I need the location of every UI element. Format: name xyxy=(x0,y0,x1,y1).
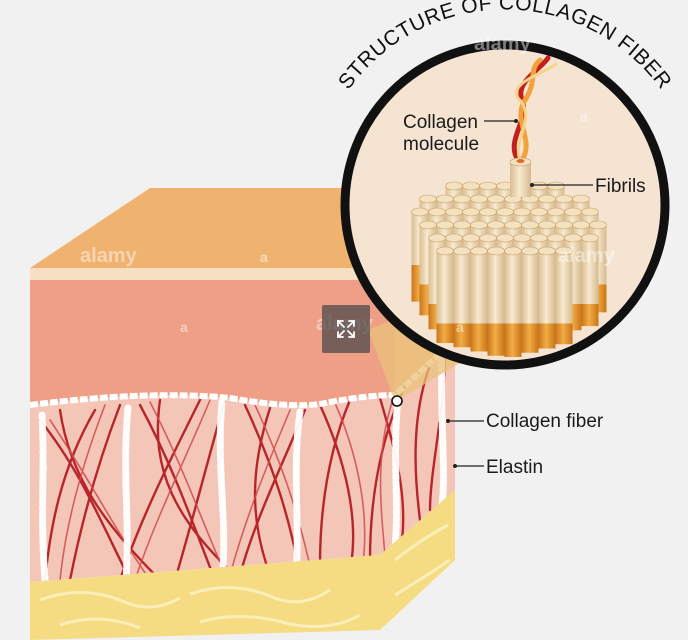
inset-ring xyxy=(340,40,670,370)
fat-layer xyxy=(30,490,455,640)
epidermis-layer xyxy=(30,280,395,406)
expand-arrows-icon xyxy=(337,320,355,338)
watermark-letter-4: a xyxy=(456,319,464,335)
fibril xyxy=(470,246,488,352)
skin-block xyxy=(29,188,458,640)
watermark-brand-1: alamy xyxy=(80,245,138,267)
watermark-letter-5: a xyxy=(40,457,48,473)
label-elastin: Elastin xyxy=(486,457,543,478)
skin-surface-line xyxy=(30,268,395,280)
expand-button[interactable] xyxy=(322,305,370,353)
basement-membrane xyxy=(29,337,458,409)
fibril xyxy=(436,246,454,343)
leader-dot-fibrils xyxy=(530,183,534,187)
watermark-brand-4: alamy xyxy=(558,245,616,267)
magnification-point xyxy=(391,395,403,407)
label-collagen-molecule-1: Collagen xyxy=(403,112,478,133)
leader-dot-collagen-molecule xyxy=(514,119,518,123)
collagen-molecule-strand xyxy=(511,55,558,163)
fibril xyxy=(538,246,556,349)
collagen-fiber-network xyxy=(38,348,447,582)
fat-cells xyxy=(39,523,451,630)
label-collagen-fiber: Collagen fiber xyxy=(486,411,604,432)
watermark-letter-1: a xyxy=(260,249,268,265)
fibril xyxy=(487,246,505,356)
leader-dot-collagen-fiber xyxy=(446,419,450,423)
fibril xyxy=(521,246,539,353)
fibril-bundle xyxy=(411,181,607,357)
watermark-brand-3: alamy xyxy=(474,33,532,55)
label-collagen-molecule-2: molecule xyxy=(403,134,479,155)
fibril xyxy=(555,246,573,345)
label-fibrils: Fibrils xyxy=(595,176,646,197)
labels: Collagen molecule Fibrils Collagen fiber… xyxy=(403,112,646,478)
watermark-letter-2: a xyxy=(180,319,188,335)
fibril xyxy=(453,246,471,348)
leader-dot-elastin xyxy=(453,464,457,468)
fibril xyxy=(581,233,599,327)
fibril xyxy=(504,246,522,357)
watermark-letter-3: a xyxy=(580,109,588,125)
highlight-fibril xyxy=(509,157,532,197)
